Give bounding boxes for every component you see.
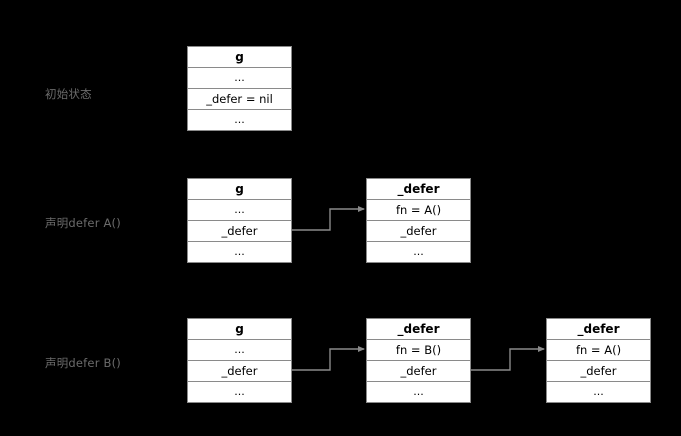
struct-field: _defer bbox=[547, 319, 650, 340]
row-label: 声明defer B() bbox=[45, 356, 121, 370]
arrow-g-to-defer-a bbox=[292, 206, 365, 231]
arrow-g-to-defer-b bbox=[292, 346, 365, 371]
row-label: 初始状态 bbox=[45, 87, 92, 101]
struct-field: _defer bbox=[547, 361, 650, 382]
struct-field: ... bbox=[234, 113, 245, 126]
struct-field: _defer bbox=[367, 221, 470, 242]
struct-field: _defer bbox=[367, 319, 470, 340]
g-struct: g..._defer... bbox=[187, 178, 292, 263]
struct-field: _defer bbox=[188, 361, 291, 382]
struct-field: ... bbox=[234, 245, 245, 258]
struct-field: fn = B() bbox=[367, 340, 470, 361]
struct-field: _defer bbox=[367, 179, 470, 200]
struct-field: _defer bbox=[367, 361, 470, 382]
struct-field: fn = A() bbox=[547, 340, 650, 361]
struct-field: g bbox=[188, 319, 291, 340]
struct-field: ... bbox=[413, 245, 424, 258]
g-struct: g..._defer... bbox=[187, 318, 292, 403]
arrow-defer-b-to-defer-a bbox=[471, 346, 545, 371]
struct-field: g bbox=[188, 47, 291, 68]
struct-field: ... bbox=[413, 385, 424, 398]
g-struct: g..._defer = nil... bbox=[187, 46, 292, 131]
struct-field: g bbox=[188, 179, 291, 200]
struct-field: ... bbox=[188, 68, 291, 89]
struct-field: fn = A() bbox=[367, 200, 470, 221]
row-label: 声明defer A() bbox=[45, 216, 121, 230]
struct-field: ... bbox=[188, 200, 291, 221]
struct-field: _defer = nil bbox=[188, 89, 291, 110]
struct-field: _defer bbox=[188, 221, 291, 242]
struct-field: ... bbox=[593, 385, 604, 398]
struct-field: ... bbox=[188, 340, 291, 361]
struct-field: ... bbox=[234, 385, 245, 398]
